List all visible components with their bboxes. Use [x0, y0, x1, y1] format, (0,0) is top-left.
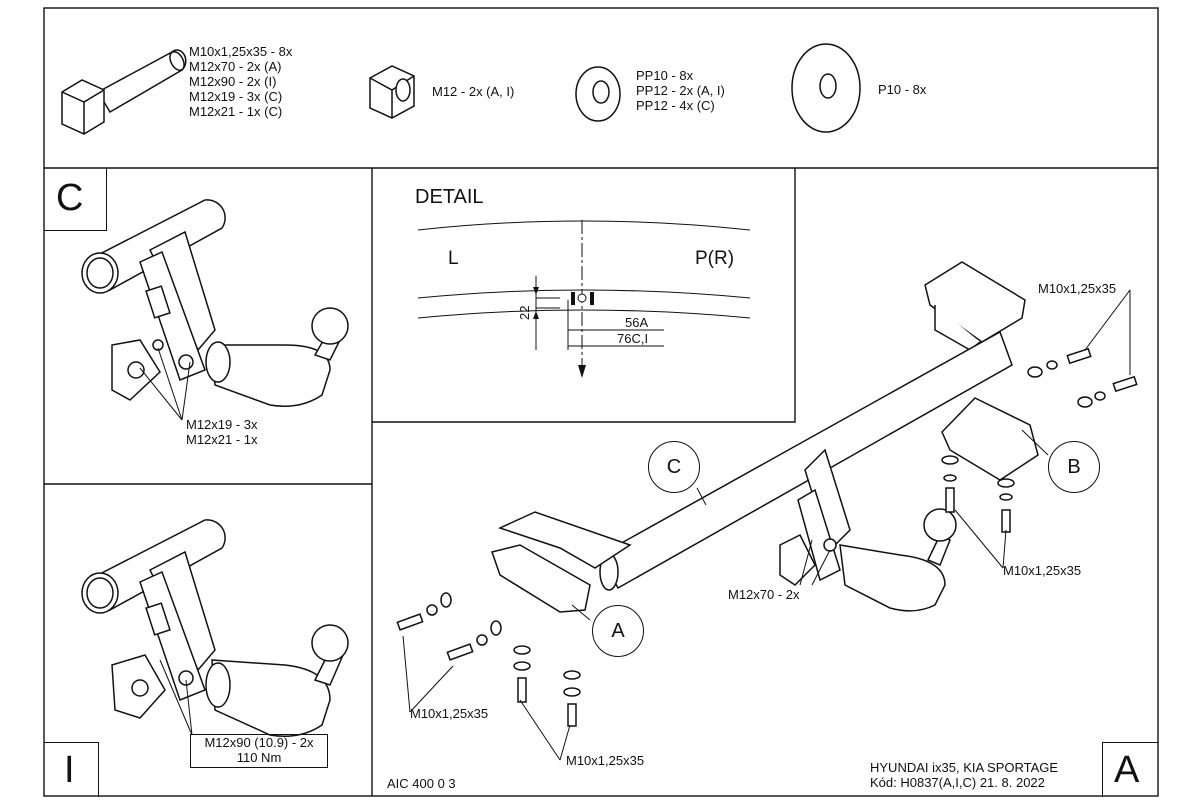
main-corner-letter: A — [1114, 749, 1140, 791]
bolt-label-top-right: M10x1,25x35 — [1038, 281, 1117, 296]
bolt-spec: M10x1,25x35 - 8x — [189, 44, 293, 59]
panel-i-callout: M12x90 (10.9) - 2x 110 Nm — [190, 735, 328, 765]
main-corner — [1102, 742, 1159, 797]
bolt-spec: M12x90 - 2x (I) — [189, 74, 277, 89]
washer-spec-list: PP10 - 8x PP12 - 2x (A, I) PP12 - 4x (C) — [636, 68, 725, 113]
drawing-code: AIC 400 0 3 — [387, 776, 456, 791]
bolt-label-right: M10x1,25x35 — [1003, 563, 1082, 578]
panel-i-letter: I — [64, 749, 75, 791]
bolt-label-bottom-center: M10x1,25x35 — [566, 753, 645, 768]
bolt-spec-list: M10x1,25x35 - 8x M12x70 - 2x (A) M12x90 … — [189, 44, 292, 119]
callout-line: M12x21 - 1x — [186, 432, 258, 447]
detail-title: DETAIL — [415, 186, 484, 208]
big-washer-spec: P10 - 8x — [878, 82, 927, 97]
label-b-circle: B — [1048, 441, 1100, 493]
detail-left-label: L — [448, 248, 459, 269]
panel-c-letter: C — [56, 177, 84, 219]
vehicle-name: HYUNDAI ix35, KIA SPORTAGE — [870, 760, 1059, 775]
bolt-label-middle: M12x70 - 2x — [728, 587, 800, 602]
kod-line: Kód: H0837(A,I,C) 21. 8. 2022 — [870, 775, 1045, 790]
callout-line: M12x19 - 3x — [186, 417, 258, 432]
callout-line: M12x90 (10.9) - 2x — [204, 735, 314, 750]
washer-spec: PP12 - 4x (C) — [636, 98, 715, 113]
panel-c-callout: M12x19 - 3x M12x21 - 1x — [186, 417, 258, 447]
bolt-spec: M12x70 - 2x (A) — [189, 59, 282, 74]
bolt-spec: M12x21 - 1x (C) — [189, 104, 283, 119]
detail-right-label: P(R) — [695, 248, 735, 269]
big-washer-icon — [791, 43, 861, 133]
label-a-circle: A — [592, 605, 644, 657]
washer-spec: PP10 - 8x — [636, 68, 694, 83]
bolt-label-bottom-left: M10x1,25x35 — [410, 706, 489, 721]
detail-dim-a: 56A — [625, 315, 649, 330]
bolt-spec: M12x19 - 3x (C) — [189, 89, 283, 104]
parts-drawings — [61, 43, 861, 135]
washer-icon — [575, 66, 621, 122]
nut-icon — [369, 65, 415, 119]
panel-i-callout-box — [190, 734, 328, 768]
washer-spec: PP12 - 2x (A, I) — [636, 83, 725, 98]
detail-dim-b: 76C,I — [617, 331, 649, 346]
panel-i-corner — [44, 742, 99, 797]
bolt-icon — [61, 49, 187, 135]
callout-line: 110 Nm — [236, 750, 282, 765]
panel-c-corner — [44, 168, 107, 231]
nut-spec: M12 - 2x (A, I) — [432, 84, 515, 99]
label-c-circle: C — [648, 441, 700, 493]
